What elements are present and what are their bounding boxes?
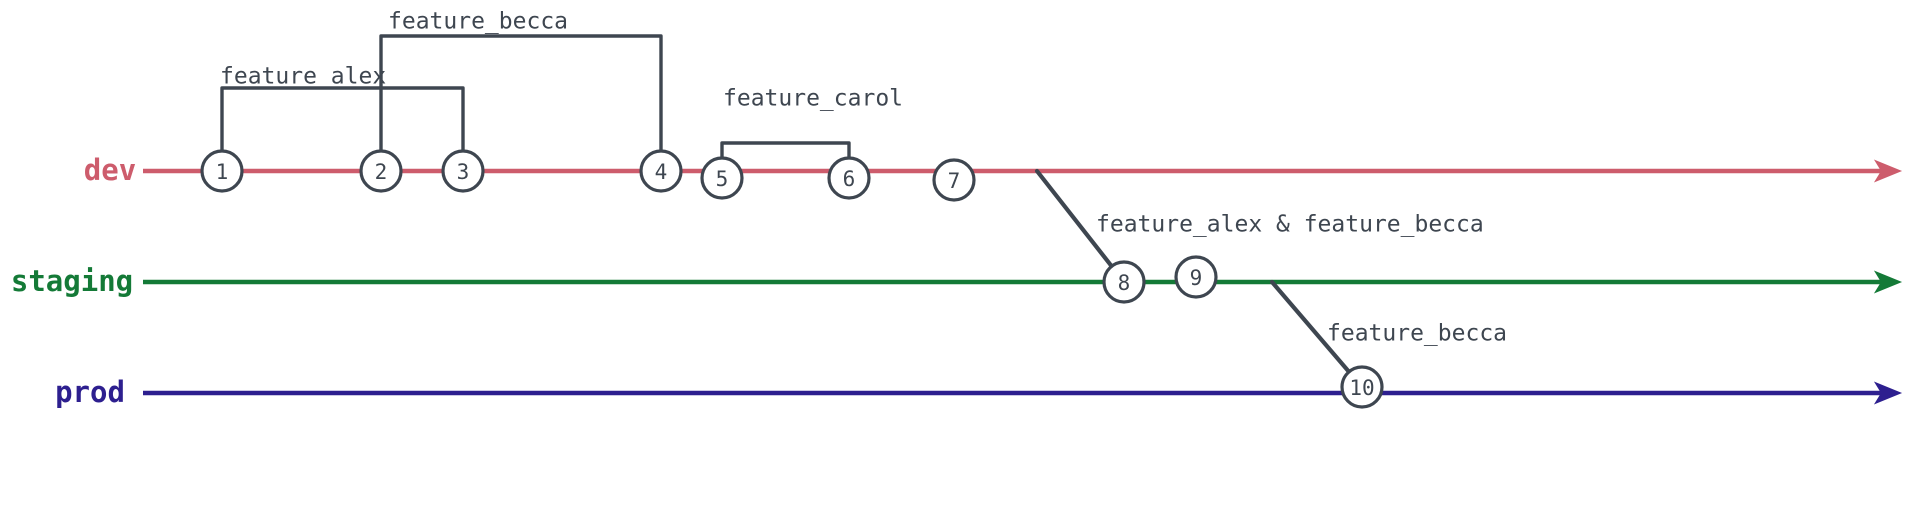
feature-label-becca: feature_becca: [388, 9, 568, 35]
merge-line-dev-to-staging: [1034, 168, 1127, 285]
commit-node-9[interactable]: 9: [1174, 255, 1218, 299]
commit-node-8[interactable]: 8: [1102, 260, 1146, 304]
feature-bracket-becca: [379, 34, 663, 173]
branch-label-prod: prod: [55, 375, 125, 409]
commit-node-2[interactable]: 2: [359, 149, 403, 193]
commit-circle: [700, 156, 744, 200]
commit-node-7[interactable]: 7: [932, 158, 976, 202]
commit-circle: [1340, 365, 1384, 409]
merge-label-dev-to-staging: feature_alex & feature_becca: [1096, 212, 1484, 238]
commit-node-4[interactable]: 4: [639, 149, 683, 193]
commit-circle: [359, 149, 403, 193]
commit-label: 6: [843, 167, 856, 191]
commit-label: 3: [457, 160, 470, 184]
commit-node-5[interactable]: 5: [700, 156, 744, 200]
branch-label-staging: staging: [11, 264, 133, 298]
commit-label: 8: [1118, 271, 1131, 295]
commit-label: 9: [1190, 266, 1203, 290]
merge-label-staging-to-prod: feature_becca: [1327, 321, 1507, 347]
commit-circle: [639, 149, 683, 193]
commit-circle: [200, 149, 244, 193]
branch-labels-group: dev staging prod: [11, 153, 136, 409]
merge-lines-group: [1034, 168, 1365, 390]
commit-circle: [827, 156, 871, 200]
commit-node-3[interactable]: 3: [441, 149, 485, 193]
merge-line-staging-to-prod: [1269, 279, 1365, 390]
commit-label: 10: [1349, 376, 1374, 400]
commit-label: 5: [716, 167, 729, 191]
commit-node-1[interactable]: 1: [200, 149, 244, 193]
feature-bracket-alex: [220, 86, 465, 173]
commit-circle: [1174, 255, 1218, 299]
commit-label: 2: [375, 160, 388, 184]
commit-circle: [1102, 260, 1146, 304]
feature-label-alex: feature_alex: [220, 64, 386, 90]
feature-labels-group: feature_alex feature_becca feature_carol: [220, 9, 903, 112]
commit-nodes-group: 1 2 3 4 5 6 7: [200, 149, 1384, 409]
branch-lines-group: [143, 159, 1903, 405]
commit-label: 1: [216, 160, 229, 184]
commit-circle: [932, 158, 976, 202]
commit-label: 7: [948, 169, 961, 193]
merge-labels-group: feature_alex & feature_becca feature_bec…: [1096, 212, 1507, 347]
commit-node-10[interactable]: 10: [1340, 365, 1384, 409]
commit-label: 4: [655, 160, 668, 184]
commit-node-6[interactable]: 6: [827, 156, 871, 200]
branch-label-dev: dev: [84, 153, 136, 187]
commit-circle: [441, 149, 485, 193]
feature-label-carol: feature_carol: [723, 86, 903, 112]
